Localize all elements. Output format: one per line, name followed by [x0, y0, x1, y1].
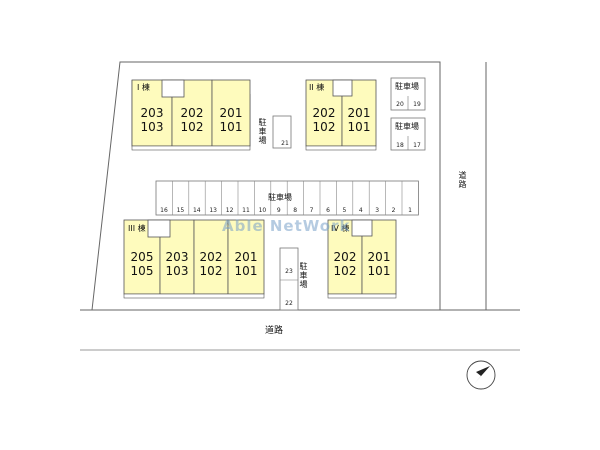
stall-number: 9	[276, 207, 281, 214]
stall-number: 22	[285, 300, 293, 307]
north-arrow-icon	[466, 360, 496, 390]
parking-lot-b-label: 駐車場	[395, 122, 419, 131]
stall-number: 13	[209, 207, 217, 214]
unit-label: 202 102	[312, 106, 336, 134]
building-4-name: IV 棟	[331, 224, 350, 233]
stall-number: 21	[281, 140, 289, 147]
unit-label: 201 101	[367, 250, 391, 278]
parking-south	[279, 247, 299, 311]
stall-number: 14	[192, 207, 201, 214]
parking-row-label: 駐車場	[268, 193, 292, 202]
stall-number: 10	[258, 207, 267, 214]
building-3	[123, 219, 265, 299]
parking-lot-b	[390, 117, 426, 151]
property-boundary	[91, 61, 441, 311]
stall-number: 8	[293, 207, 298, 214]
stall-number: 20	[396, 101, 404, 108]
stall-number: 17	[413, 142, 421, 149]
unit-label: 201 101	[234, 250, 258, 278]
stall-number: 3	[375, 207, 380, 214]
stall-number: 15	[176, 207, 185, 214]
unit-label: 202 102	[333, 250, 357, 278]
stall-number: 19	[413, 101, 421, 108]
stall-number: 11	[242, 207, 250, 214]
building-3-name: III 棟	[128, 224, 146, 233]
stall-number: 6	[326, 207, 330, 214]
south-road-label: 道路	[265, 326, 284, 336]
building-1-name: I 棟	[137, 83, 150, 92]
stall-number: 5	[342, 207, 347, 214]
parking-south-label: 駐車場	[299, 262, 308, 289]
unit-label: 205 105	[130, 250, 154, 278]
building-2	[305, 79, 377, 151]
stall-number: 4	[358, 207, 363, 214]
parking-lot-a	[390, 77, 426, 111]
parking-side-21	[272, 115, 292, 149]
east-road-label: 道路	[458, 171, 467, 189]
stall-number: 7	[309, 207, 314, 214]
unit-label: 203 103	[165, 250, 189, 278]
stall-number: 2	[391, 207, 396, 214]
stall-number: 1	[408, 207, 412, 214]
building-1	[131, 79, 251, 151]
building-2-name: II 棟	[309, 83, 325, 92]
unit-label: 202 102	[180, 106, 204, 134]
parking-side-label: 駐車場	[258, 118, 267, 145]
unit-label: 201 101	[347, 106, 371, 134]
unit-label: 203 103	[140, 106, 164, 134]
stall-number: 23	[285, 268, 293, 275]
parking-lot-a-label: 駐車場	[395, 82, 419, 91]
stall-number: 12	[225, 207, 234, 214]
building-4	[327, 219, 397, 299]
stall-number: 18	[396, 142, 404, 149]
parking-row	[155, 180, 419, 216]
stall-number: 16	[160, 207, 168, 214]
unit-label: 201 101	[219, 106, 243, 134]
watermark: Able NetWork	[222, 217, 351, 235]
unit-label: 202 102	[199, 250, 223, 278]
